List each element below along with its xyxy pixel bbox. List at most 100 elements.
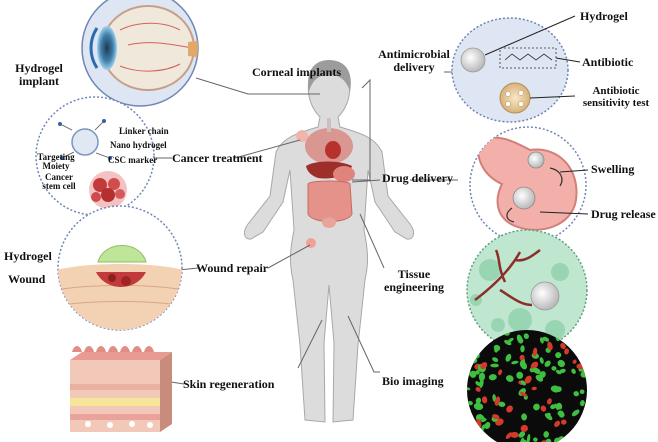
stomach-illustration bbox=[477, 136, 578, 231]
imaging-cell bbox=[547, 341, 553, 351]
hydrogel-wound-label: Hydrogel bbox=[4, 249, 52, 263]
imaging-cell bbox=[520, 345, 525, 353]
imaging-cell bbox=[481, 396, 488, 404]
imaging-cell bbox=[478, 434, 485, 442]
imaging-cell bbox=[543, 431, 550, 438]
imaging-cell bbox=[494, 396, 501, 406]
imaging-cell bbox=[480, 418, 487, 423]
imaging-cell bbox=[488, 374, 497, 381]
imaging-cell bbox=[475, 386, 481, 392]
imaging-cell bbox=[498, 401, 506, 407]
imaging-cell bbox=[556, 402, 563, 410]
eye-vessels bbox=[119, 22, 193, 72]
imaging-cell bbox=[523, 333, 529, 340]
imaging-cell bbox=[561, 419, 567, 425]
blood-vessels bbox=[474, 249, 541, 307]
imaging-cell bbox=[507, 337, 514, 343]
body-silhouette bbox=[243, 61, 415, 423]
imaging-cell bbox=[539, 371, 546, 378]
hydrogel-sphere bbox=[460, 47, 486, 73]
bio-imaging-panel bbox=[467, 330, 587, 442]
antimicrobial-panel bbox=[451, 15, 581, 123]
imaging-cell bbox=[467, 421, 473, 428]
tissue-panel bbox=[466, 229, 588, 351]
corneal-implants-label: Corneal implants bbox=[252, 65, 342, 79]
imaging-cell bbox=[473, 437, 480, 442]
imaging-cell bbox=[467, 400, 473, 406]
imaging-cell bbox=[520, 380, 526, 386]
imaging-cell bbox=[555, 369, 562, 375]
skin-block-side bbox=[160, 352, 172, 432]
imaging-cell bbox=[579, 389, 585, 395]
imaging-cell bbox=[540, 405, 547, 412]
imaging-cell bbox=[526, 433, 531, 442]
imaging-cell bbox=[474, 335, 480, 341]
imaging-cell bbox=[533, 403, 540, 411]
imaging-cell bbox=[571, 340, 579, 345]
imaging-cell bbox=[532, 367, 541, 374]
imaging-cell bbox=[475, 346, 480, 354]
imaging-cell bbox=[516, 334, 523, 344]
imaging-cell bbox=[550, 404, 556, 410]
imaging-cell bbox=[564, 348, 570, 355]
imaging-cell bbox=[578, 330, 584, 333]
imaging-cell bbox=[521, 413, 528, 421]
imaging-cell bbox=[539, 357, 544, 364]
antimicrobial-delivery-label: Antimicrobial delivery bbox=[378, 47, 450, 74]
hair bbox=[308, 60, 351, 92]
wound-label: Wound bbox=[8, 272, 46, 286]
imaging-cell bbox=[557, 359, 566, 368]
bio-imaging-label: Bio imaging bbox=[382, 374, 444, 388]
antibiotic-label: Antibiotic bbox=[582, 55, 634, 69]
cancer-cell-cluster bbox=[89, 171, 127, 209]
drug-release-label: Drug release bbox=[591, 207, 656, 221]
imaging-cell bbox=[554, 420, 561, 428]
cornea-lens bbox=[97, 26, 117, 70]
imaging-cell bbox=[475, 370, 480, 375]
imaging-cell bbox=[467, 348, 473, 356]
drug-delivery-label: Drug delivery bbox=[382, 171, 453, 185]
imaging-cell bbox=[541, 440, 548, 442]
imaging-cell bbox=[560, 343, 566, 350]
tissue-engineering-label: Tissue engineering bbox=[384, 267, 444, 294]
drug-panel bbox=[469, 126, 589, 244]
imaging-cell bbox=[559, 368, 566, 374]
imaging-cell bbox=[580, 421, 586, 431]
imaging-cell bbox=[469, 370, 477, 378]
imaging-cell bbox=[571, 409, 580, 417]
stomach-organ bbox=[333, 166, 355, 182]
imaging-cell bbox=[484, 421, 491, 430]
hydrogel-implant-lens bbox=[89, 27, 99, 69]
cancer-spot bbox=[296, 130, 308, 142]
hydrogel-implant-label: Hydrogel implant bbox=[15, 61, 63, 88]
optic-nerve bbox=[188, 40, 198, 58]
nano-hydrogel-label: Nano hydrogel bbox=[110, 140, 167, 150]
release-gel bbox=[512, 186, 536, 210]
imaging-cell bbox=[532, 347, 538, 357]
imaging-cell bbox=[511, 360, 519, 365]
imaging-cell bbox=[571, 368, 576, 374]
imaging-cell bbox=[493, 344, 501, 351]
skin-regeneration-label: Skin regeneration bbox=[183, 377, 275, 391]
swelling-gel bbox=[527, 151, 545, 169]
cancer-stem-cell-label: Cancer stem cell bbox=[42, 172, 76, 192]
imaging-cell bbox=[580, 400, 585, 407]
imaging-cell bbox=[519, 391, 528, 397]
targeting-moiety-label: Targeting Moiety bbox=[37, 152, 75, 172]
skin-block-front bbox=[70, 360, 160, 432]
imaging-cell bbox=[581, 349, 587, 353]
imaging-cell bbox=[516, 371, 524, 379]
imaging-cell bbox=[520, 437, 525, 442]
imaging-cell bbox=[579, 337, 587, 343]
imaging-cell bbox=[554, 437, 561, 442]
bladder bbox=[322, 217, 336, 228]
imaging-cell bbox=[475, 397, 482, 404]
trachea bbox=[327, 118, 331, 132]
swelling-label: Swelling bbox=[591, 162, 635, 176]
imaging-cell bbox=[580, 434, 586, 440]
wound-panel bbox=[57, 205, 183, 331]
human-body-figure bbox=[243, 60, 415, 423]
imaging-cell bbox=[498, 369, 503, 376]
cancer-treatment-label: Cancer treatment bbox=[172, 151, 263, 165]
